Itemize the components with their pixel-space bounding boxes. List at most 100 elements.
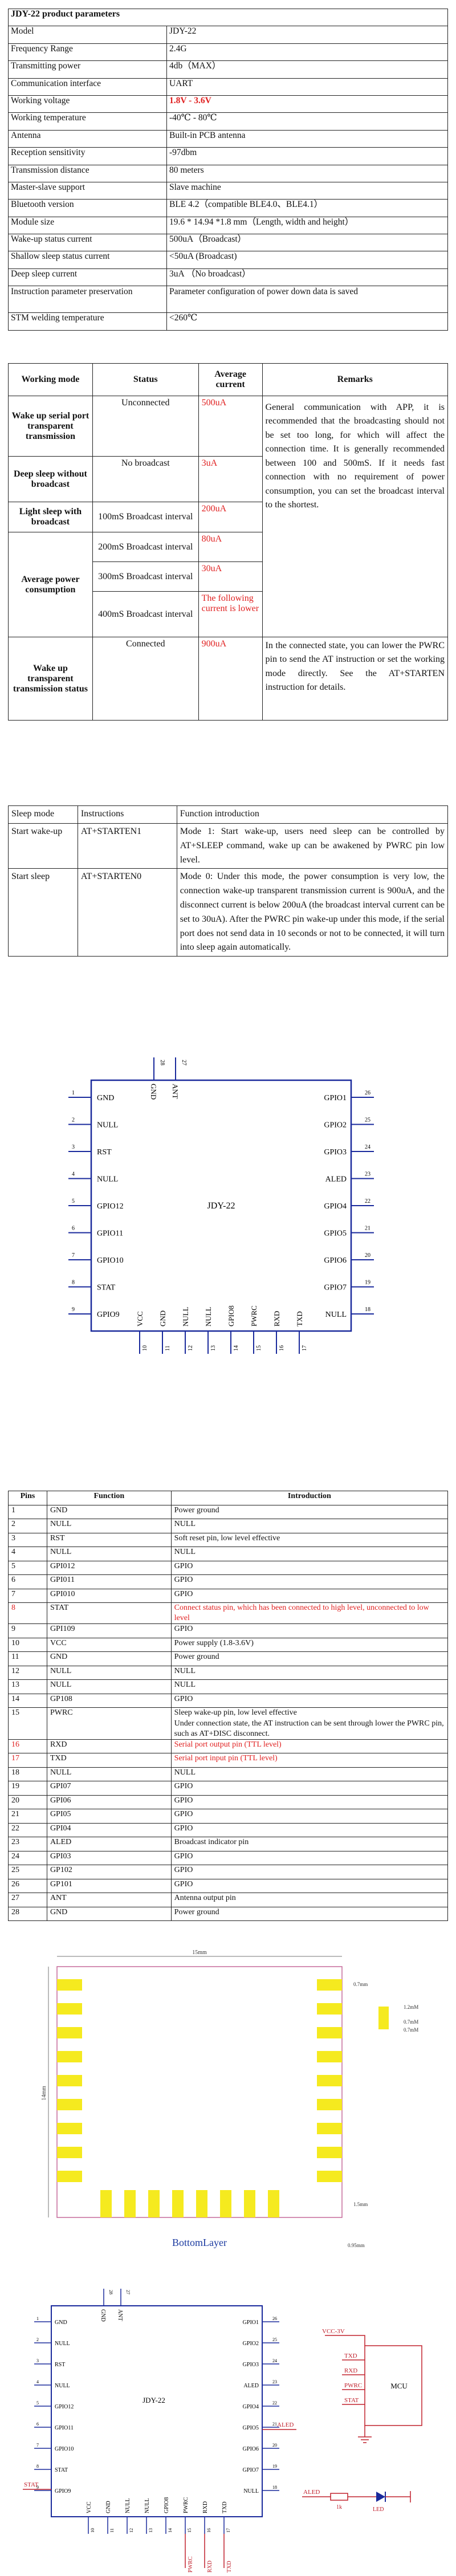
param-name: Frequency Range bbox=[8, 43, 167, 62]
param-name: Transmission distance bbox=[8, 164, 167, 182]
pin-label: GPIO7 bbox=[324, 1284, 347, 1292]
aled-label: ALED bbox=[303, 2489, 320, 2496]
header-instructions: Instructions bbox=[77, 805, 177, 824]
pin-num: 1 bbox=[72, 1090, 75, 1096]
pin-label: GPIO5 bbox=[243, 2425, 259, 2431]
footprint-pad-left bbox=[57, 2051, 82, 2062]
pin-label: GPIO2 bbox=[243, 2341, 259, 2347]
pin-number: 9 bbox=[8, 1623, 47, 1638]
pin-num: 8 bbox=[72, 1280, 75, 1286]
pin-num: 15 bbox=[187, 2528, 192, 2533]
wiring-module-outline bbox=[51, 2305, 263, 2517]
pin-function: GPI012 bbox=[46, 1560, 172, 1575]
pin-label: RST bbox=[97, 1148, 112, 1157]
current-500ua: 500uA bbox=[198, 396, 263, 457]
pin-introduction: Power ground bbox=[170, 1906, 449, 1922]
footprint-pad-bottom bbox=[148, 2190, 160, 2217]
pin-num: 26 bbox=[272, 2316, 277, 2321]
power-header-row: Working mode Status Average current Rema… bbox=[8, 363, 449, 396]
pin-function: NULL bbox=[46, 1679, 172, 1694]
mode-light-sleep: Light sleep with broadcast bbox=[8, 502, 93, 532]
footprint-pad-right bbox=[317, 2027, 342, 2038]
param-value: 4db（MAX） bbox=[166, 60, 448, 79]
dim-pad-h2: 0.7mM bbox=[404, 2027, 418, 2033]
pin-label: STAT bbox=[55, 2467, 68, 2473]
pin-introduction: NULL bbox=[170, 1519, 449, 1533]
footprint-pad-left bbox=[57, 2027, 82, 2038]
param-name: Communication interface bbox=[8, 78, 167, 96]
pinout-pins: 1GND2NULL3RST4NULL5GPIO126GPIO117GPIO108… bbox=[68, 1057, 374, 1354]
pin-introduction: GPIO bbox=[170, 1574, 449, 1589]
pin-number: 18 bbox=[8, 1767, 47, 1782]
mcu-pin-label: RXD bbox=[344, 2367, 357, 2374]
param-value: BLE 4.2（compatible BLE4.0、BLE4.1） bbox=[166, 199, 448, 217]
power-row-light-sleep: Light sleep with broadcast 100mS Broadca… bbox=[8, 502, 448, 532]
pin-num: 19 bbox=[365, 1280, 370, 1286]
pin-number: 15 bbox=[8, 1707, 47, 1740]
pin-label: PWRC bbox=[250, 1305, 258, 1326]
dim-bottom: 0.95mm bbox=[348, 2243, 365, 2248]
pin-function: NULL bbox=[46, 1767, 172, 1782]
pin-num: 4 bbox=[36, 2379, 39, 2384]
pin-num: 6 bbox=[72, 1226, 75, 1232]
pin-number: 28 bbox=[8, 1906, 47, 1922]
pin-function: GND bbox=[46, 1504, 172, 1519]
mcu-box bbox=[364, 2345, 422, 2426]
pin-label: GPIO3 bbox=[324, 1148, 347, 1157]
led-label: LED bbox=[373, 2506, 384, 2513]
param-value: 19.6 * 14.94 *1.8 mm（Length, width and h… bbox=[166, 216, 448, 235]
pin-label: NULL bbox=[181, 1307, 190, 1326]
dim-pad-w: 1.2mM bbox=[404, 2004, 418, 2010]
mcu-pin-label: TXD bbox=[344, 2353, 357, 2359]
pin-num: 4 bbox=[72, 1171, 75, 1178]
pin-function: GP101 bbox=[46, 1878, 172, 1894]
pin-introduction: Power ground bbox=[170, 1651, 449, 1666]
param-value: 2.4G bbox=[166, 43, 448, 62]
pin-label: NULL bbox=[144, 2498, 150, 2513]
pin-num: 2 bbox=[36, 2337, 39, 2342]
param-value: -40℃ - 80℃ bbox=[166, 112, 448, 131]
pin-function: GPI07 bbox=[46, 1781, 172, 1796]
power-row-wake: Wake up serial port transparent transmis… bbox=[8, 396, 449, 637]
param-name: Transmitting power bbox=[8, 60, 167, 79]
pin-function: GPI011 bbox=[46, 1574, 172, 1589]
footprint-pad-right bbox=[317, 2051, 342, 2062]
pin-introduction: GPIO bbox=[170, 1588, 449, 1603]
pin-num: 6 bbox=[36, 2422, 39, 2427]
pin-introduction: GPIO bbox=[170, 1623, 449, 1638]
pin-num: 11 bbox=[165, 1345, 171, 1351]
pin-number: 7 bbox=[8, 1588, 47, 1603]
pin-label: TXD bbox=[222, 2501, 228, 2513]
param-row: Reception sensitivity-97dbm bbox=[8, 147, 448, 165]
pin-num: 11 bbox=[109, 2528, 115, 2533]
pin-num: 3 bbox=[36, 2358, 39, 2363]
param-name: Module size bbox=[8, 216, 167, 235]
param-value: <260℃ bbox=[166, 312, 448, 331]
pin-label: ALED bbox=[243, 2383, 259, 2389]
resistor-label: 1k bbox=[336, 2504, 342, 2510]
pin-num: 17 bbox=[302, 1345, 308, 1351]
pin-label: GPIO9 bbox=[55, 2488, 71, 2494]
sleep-mode-table: Sleep mode Instructions Function introdu… bbox=[8, 805, 449, 957]
pin-label: GND bbox=[105, 2501, 112, 2513]
param-value: -97dbm bbox=[166, 147, 448, 165]
pin-introduction: Soft reset pin, low level effective bbox=[170, 1532, 449, 1547]
current-lower: The following current is lower bbox=[198, 591, 263, 637]
pin-num: 15 bbox=[256, 1345, 262, 1351]
param-name: Working temperature bbox=[8, 112, 167, 131]
param-row: Working temperature-40℃ - 80℃ bbox=[8, 112, 448, 131]
sleep-row-sleep: Start sleep AT+STARTEN0 Mode 0: Under th… bbox=[8, 868, 449, 957]
header-pins: Pins bbox=[8, 1491, 47, 1505]
pin-number: 1 bbox=[8, 1504, 47, 1519]
